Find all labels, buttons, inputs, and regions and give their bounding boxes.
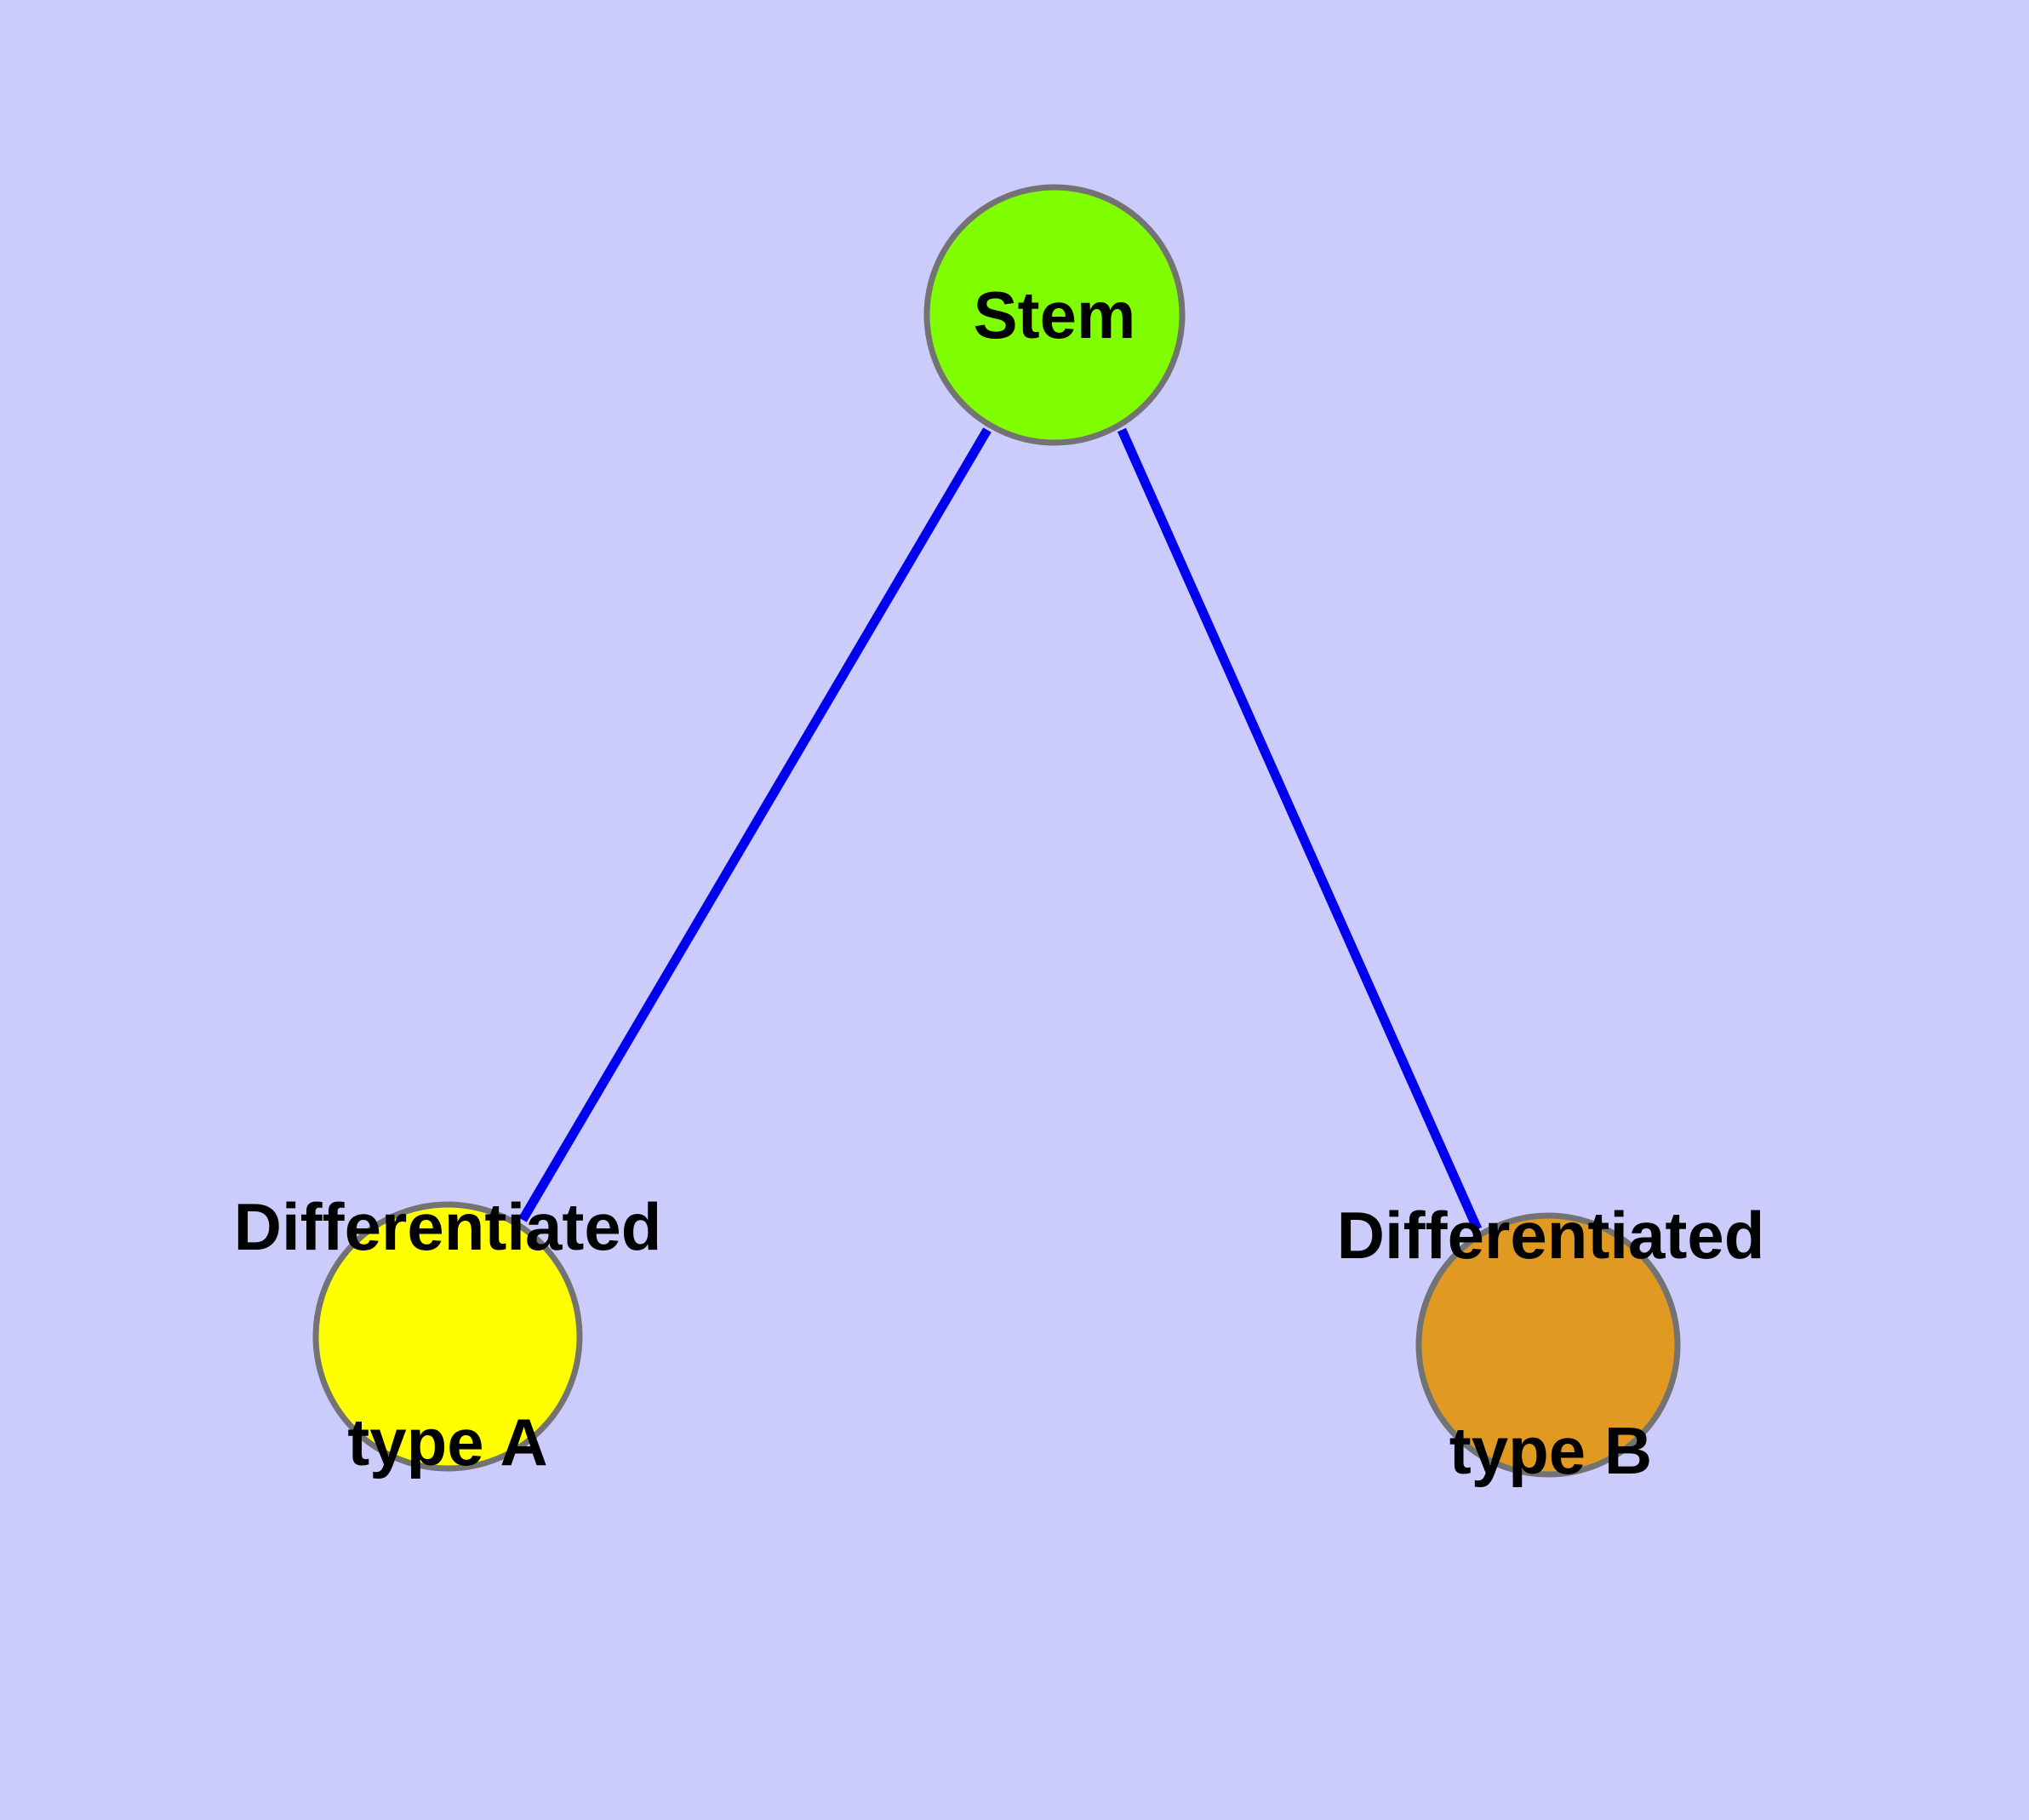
node-layer (312, 184, 1681, 1478)
node-differentiated-type-a[interactable] (312, 1201, 583, 1472)
edge-stem-to-differentiated-type-b[interactable] (1117, 427, 1483, 1232)
edge-layer (518, 427, 1483, 1232)
edge-stem-to-differentiated-type-a[interactable] (518, 427, 992, 1222)
node-differentiated-type-b[interactable] (1415, 1212, 1681, 1478)
node-stem[interactable] (923, 184, 1186, 446)
